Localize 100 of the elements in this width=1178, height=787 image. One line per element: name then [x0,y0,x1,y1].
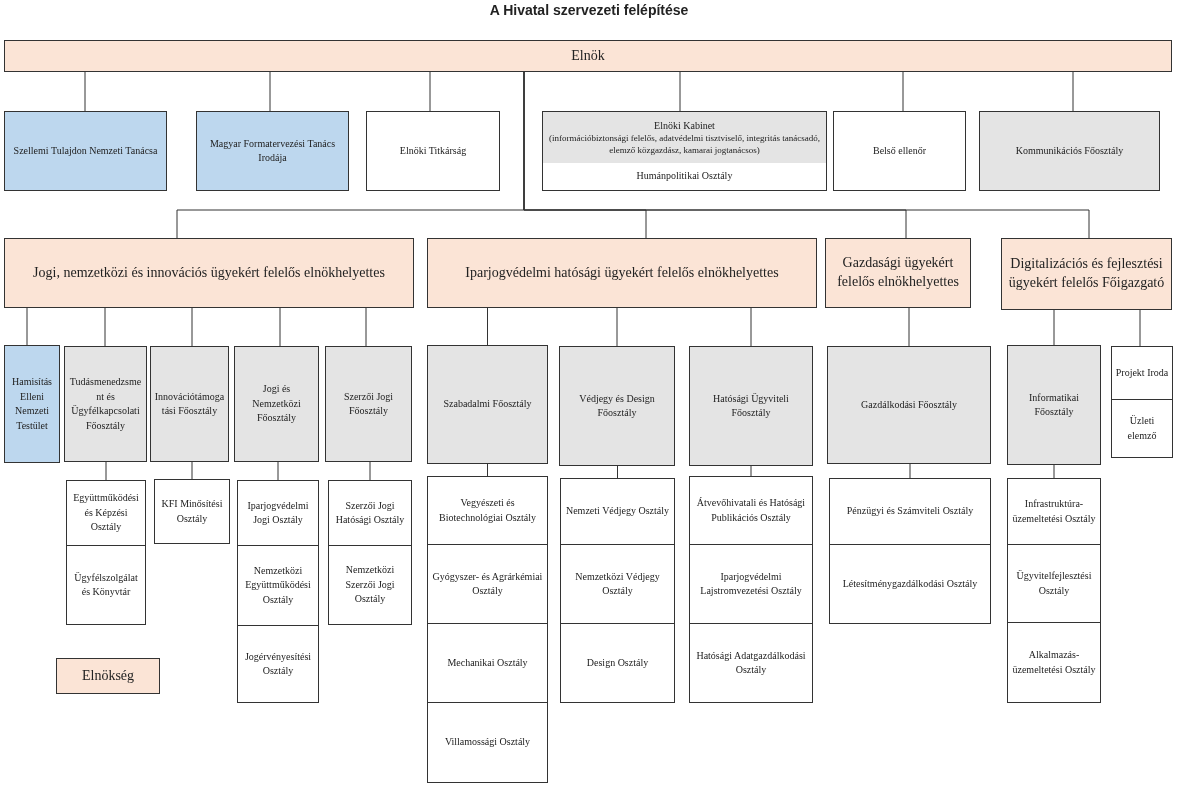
unit-box [1007,345,1101,465]
unit-name: Iparjogvédelmi Jogi Osztály [246,498,310,527]
unit-name: KFI Minősítési Osztály [160,497,224,526]
unit-name: Projekt Iroda [1115,365,1169,380]
unit-name: Mechanikai Osztály [447,655,528,670]
unit-box [833,111,966,191]
unit-box [4,111,167,191]
connector-line [750,307,752,347]
unit-box [1007,478,1101,545]
unit-box [328,545,412,625]
unit-name: Digitalizációs és fejlesztési ügyekért felelős Főigazgató [1007,255,1166,292]
unit-name: Együttműködési és Képzési Osztály [72,491,140,535]
unit-box [366,111,500,191]
connector-line [269,71,271,112]
unit-box [427,345,548,464]
unit-name: Kommunikációs Főosztály [1015,143,1124,158]
unit-name: Gyógyszer- és Agrárkémiai Osztály [431,569,544,598]
unit-box [237,625,319,703]
unit-box [328,480,412,546]
key-box [56,658,160,694]
unit-name: Elnökség [81,666,135,685]
unit-box [825,238,971,308]
unit-name: Belső ellenőr [872,143,926,158]
unit-box [1111,346,1173,400]
connector-line [191,307,193,347]
connector-line [1053,309,1055,346]
unit-name: Vegyészeti és Biotechnológiai Osztály [438,496,537,525]
unit-name: Védjegy és Design Főosztály [578,391,656,420]
unit-name: Nemzetközi Védjegy Osztály [574,569,661,598]
connector-line [1072,71,1074,112]
unit-name: Innovációtámogatási Főosztály [154,389,225,418]
unit-box [542,111,827,164]
connector-line [104,307,106,347]
role-list: (információbiztonsági felelős, adatvédelmi tisztviselő, integritás tanácsadó, elemző közgazdász, kamarai jogtanácsos) [546,133,823,157]
connector-line [84,71,86,112]
connector-line [26,307,28,346]
unit-name: Pénzügyi és Számviteli Osztály [846,504,974,519]
unit-box [1007,622,1101,703]
unit-name: Infrastruktúra-üzemeltetési Osztály [1011,497,1097,526]
unit-name: Ügyvitelfejlesztési Osztály [1015,569,1093,598]
unit-name: Jogi és Nemzetközi Főosztály [251,382,302,426]
connector-line [365,307,367,347]
president-box [4,40,1172,72]
connector-line [908,307,910,347]
unit-box [560,478,675,545]
unit-box [150,346,229,462]
unit-name: Üzleti elemző [1126,414,1158,443]
unit-name: Ügyfélszolgálat és Könyvtár [73,570,139,599]
unit-box [427,702,548,783]
unit-name: Hatósági Ügyviteli Főosztály [712,391,790,420]
unit-name: Gazdálkodási Főosztály [861,397,957,412]
connector-line [902,71,904,112]
unit-name: Létesítménygazdálkodási Osztály [842,576,978,591]
unit-name: Szerzői Jogi Hatósági Osztály [334,498,406,527]
unit-box [325,346,412,462]
connector-line [679,71,681,112]
unit-name: Tudásmenedzsment és Ügyfélkapcsolati Főosztály [68,375,143,433]
connector-line [487,463,488,477]
unit-name: Átvevőhivatali és Hatósági Publikációs Osztály [695,496,807,525]
unit-box [1007,544,1101,623]
unit-box [829,544,991,624]
unit-name: Hatósági Adatgazdálkodási Osztály [695,648,807,677]
unit-box [689,476,813,545]
connector-line [523,71,1090,239]
unit-box [64,346,147,462]
unit-box [4,238,414,308]
unit-name: Elnöki Kabinet [654,118,715,133]
unit-name: Alkalmazás-üzemeltetési Osztály [1011,648,1097,677]
unit-box [154,479,230,544]
unit-name: Jogérvényesítési Osztály [243,649,313,678]
connector-line [279,307,281,347]
connector-line [1053,464,1055,479]
unit-name: Nemzetközi Együttműködési Osztály [244,563,312,607]
unit-box [4,345,60,463]
connector-line [617,465,618,479]
unit-box [1111,399,1173,458]
unit-box [196,111,349,191]
unit-box [427,238,817,308]
unit-box [827,346,991,464]
unit-name: Nemzetközi Szerzői Jogi Osztály [344,563,396,607]
unit-box [237,480,319,546]
unit-name: Szabadalmi Főosztály [443,397,532,412]
connector-line [909,463,911,479]
unit-box [237,545,319,626]
unit-box [234,346,319,462]
unit-box [979,111,1160,191]
unit-name: Iparjogvédelmi hatósági ügyekért felelős elnökhelyettes [465,263,779,282]
unit-name: Design Osztály [586,655,649,670]
unit-name: Szerzői Jogi Főosztály [342,389,395,418]
connector-line [750,465,752,477]
connector-line [191,461,193,480]
unit-box [829,478,991,545]
diagram-title: A Hivatal szervezeti felépítése [489,2,689,18]
unit-box [1001,238,1172,310]
unit-box [689,623,813,703]
connector-line [105,461,107,481]
unit-box [560,623,675,703]
unit-box [559,346,675,466]
unit-box [560,544,675,624]
unit-name: Gazdasági ügyekért felelős elnökhelyettes [836,254,960,291]
